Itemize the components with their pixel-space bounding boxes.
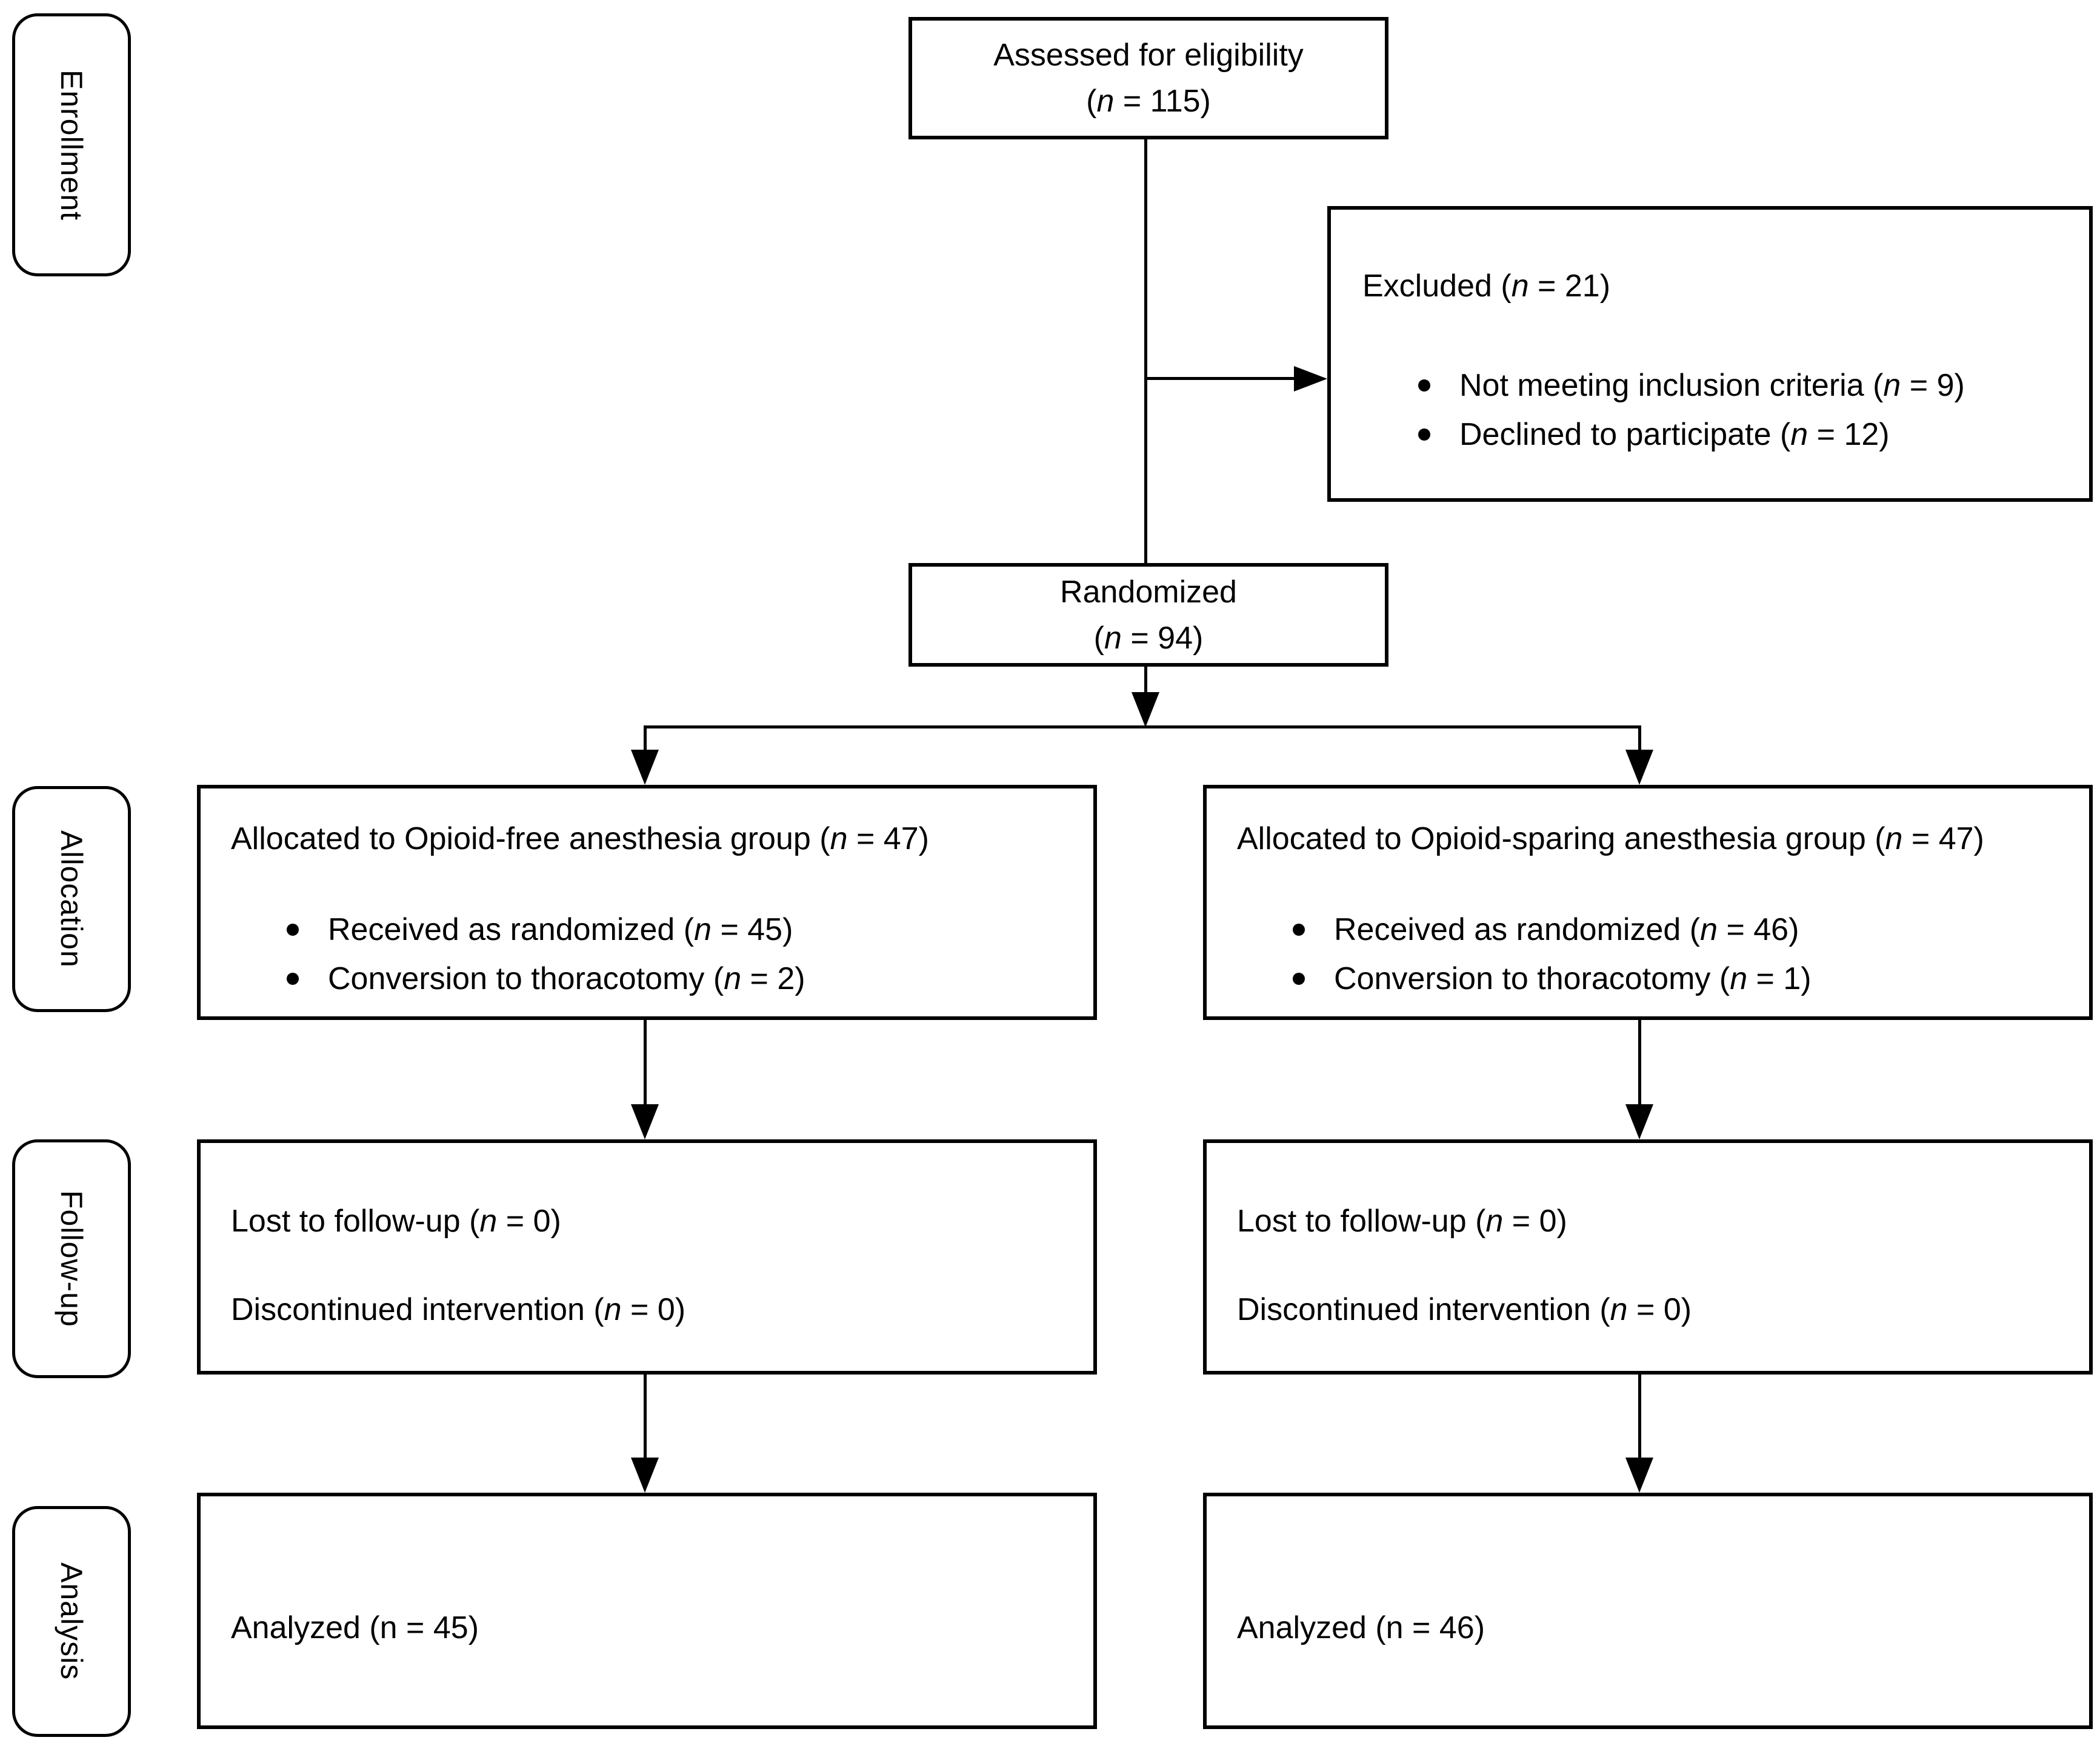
arrowhead-down-branch <box>1132 692 1159 727</box>
alloc-right-bullet-list: Received as randomized (n = 46) Conversi… <box>1237 905 2071 1004</box>
excluded-title: Excluded (n = 21) <box>1362 268 1611 304</box>
follow-up-left-discontinued: Discontinued intervention (n = 0) <box>231 1292 686 1327</box>
connector-follow-up-to-analysis-left <box>644 1375 647 1459</box>
alloc-right-bullet-received: Received as randomized (n = 46) <box>1237 905 2071 955</box>
analyzed-left-text: Analyzed (n = 45) <box>231 1610 479 1645</box>
box-follow-up-right: Lost to follow-up (n = 0) Discontinued i… <box>1203 1139 2093 1375</box>
box-analyzed-left: Analyzed (n = 45) <box>197 1493 1097 1729</box>
connector-branch-to-alloc-left <box>644 727 647 752</box>
arrowhead-down-alloc-right <box>1625 750 1653 785</box>
box-allocated-opioid-free: Allocated to Opioid-free anesthesia grou… <box>197 785 1097 1020</box>
branch-horizontal-line <box>644 725 1641 728</box>
connector-branch-to-alloc-right <box>1638 727 1641 752</box>
stage-label-allocation-text: Allocation <box>55 830 88 968</box>
randomized-n-count: (n = 94) <box>1093 620 1204 656</box>
stage-label-follow-up: Follow-up <box>12 1139 131 1378</box>
assessed-line-1: Assessed for eligibility <box>993 38 1304 73</box>
analyzed-right-text: Analyzed (n = 46) <box>1237 1610 1485 1645</box>
box-randomized: Randomized (n = 94) <box>908 563 1388 667</box>
connector-follow-up-to-analysis-right <box>1638 1375 1641 1459</box>
arrowhead-down-analysis-right <box>1625 1458 1653 1493</box>
arrowhead-down-follow-up-left <box>631 1104 659 1139</box>
box-excluded: Excluded (n = 21) Not meeting inclusion … <box>1327 206 2093 502</box>
randomized-line-1: Randomized <box>1060 574 1237 610</box>
box-follow-up-left: Lost to follow-up (n = 0) Discontinued i… <box>197 1139 1097 1375</box>
connector-alloc-to-follow-up-left <box>644 1020 647 1106</box>
follow-up-right-discontinued: Discontinued intervention (n = 0) <box>1237 1292 1692 1327</box>
connector-to-excluded <box>1145 377 1295 380</box>
stage-label-follow-up-text: Follow-up <box>55 1190 88 1327</box>
box-assessed-for-eligibility: Assessed for eligibility (n = 115) <box>908 17 1388 139</box>
excluded-bullet-list: Not meeting inclusion criteria (n = 9) D… <box>1362 361 2071 459</box>
box-analyzed-right: Analyzed (n = 46) <box>1203 1493 2093 1729</box>
alloc-right-bullet-conversion: Conversion to thoracotomy (n = 1) <box>1237 955 2071 1004</box>
arrowhead-down-alloc-left <box>631 750 659 785</box>
stage-label-enrollment: Enrollment <box>12 13 131 276</box>
connector-alloc-to-follow-up-right <box>1638 1020 1641 1106</box>
stage-label-allocation: Allocation <box>12 786 131 1012</box>
box-allocated-opioid-sparing: Allocated to Opioid-sparing anesthesia g… <box>1203 785 2093 1020</box>
follow-up-right-lost: Lost to follow-up (n = 0) <box>1237 1204 1567 1239</box>
alloc-right-title: Allocated to Opioid-sparing anesthesia g… <box>1237 821 1984 856</box>
follow-up-left-lost: Lost to follow-up (n = 0) <box>231 1204 561 1239</box>
excluded-bullet-not-meeting-criteria: Not meeting inclusion criteria (n = 9) <box>1362 361 2071 410</box>
alloc-left-title: Allocated to Opioid-free anesthesia grou… <box>231 821 929 856</box>
alloc-left-bullet-list: Received as randomized (n = 45) Conversi… <box>231 905 1075 1004</box>
alloc-left-bullet-conversion: Conversion to thoracotomy (n = 2) <box>231 955 1075 1004</box>
stage-label-analysis: Analysis <box>12 1506 131 1737</box>
alloc-left-bullet-received: Received as randomized (n = 45) <box>231 905 1075 955</box>
arrowhead-right-excluded <box>1294 366 1327 392</box>
connector-randomized-to-branch <box>1144 667 1147 695</box>
assessed-n-count: (n = 115) <box>1086 84 1211 119</box>
stage-label-analysis-text: Analysis <box>55 1562 88 1681</box>
excluded-bullet-declined: Declined to participate (n = 12) <box>1362 410 2071 459</box>
arrowhead-down-follow-up-right <box>1625 1104 1653 1139</box>
arrowhead-down-analysis-left <box>631 1458 659 1493</box>
stage-label-enrollment-text: Enrollment <box>55 69 88 221</box>
connector-assessed-to-randomized <box>1144 139 1147 563</box>
